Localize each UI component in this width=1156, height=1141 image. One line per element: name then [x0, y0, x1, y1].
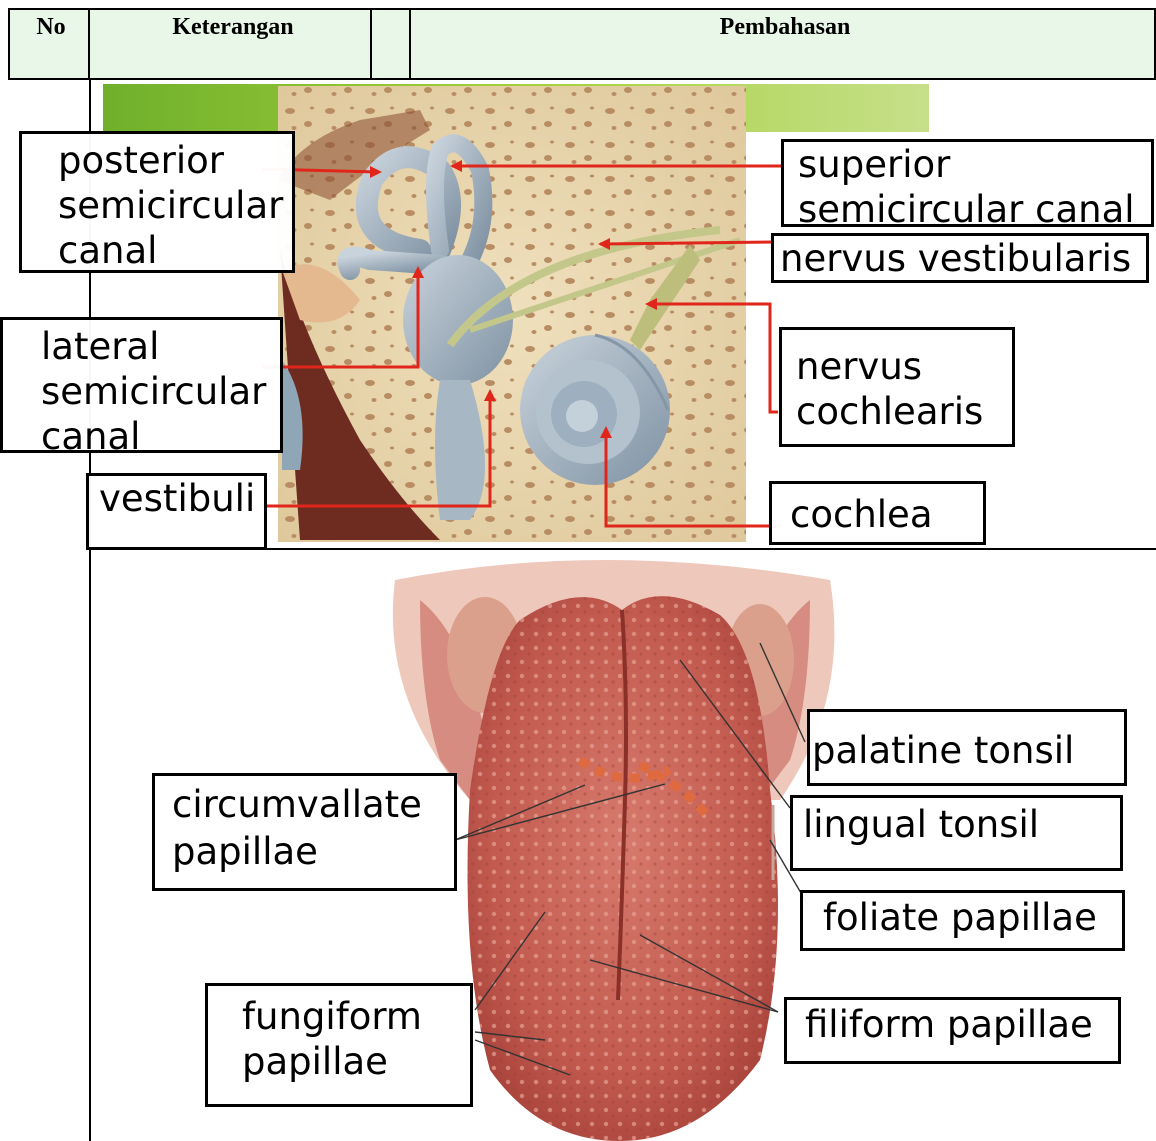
- label-foliate-papillae: foliate papillae: [800, 890, 1125, 951]
- label-line: nervus: [796, 344, 1012, 389]
- label-line: semicircular: [41, 369, 280, 414]
- label-line: cochlearis: [796, 389, 1012, 434]
- label-posterior-semicircular-canal: posterior semicircular canal: [19, 131, 295, 273]
- label-line: papillae: [172, 829, 454, 874]
- label-line: cochlea: [790, 492, 983, 537]
- label-superior-semicircular-canal: superior semicircular canal: [781, 139, 1154, 227]
- label-line: palatine tonsil: [812, 728, 1124, 773]
- label-lingual-tonsil: lingual tonsil: [790, 795, 1123, 871]
- label-filiform-papillae: filiform papillae: [784, 997, 1121, 1064]
- label-line: semicircular canal: [798, 187, 1151, 232]
- label-line: superior: [798, 142, 1151, 187]
- label-line: filiform papillae: [805, 1002, 1118, 1047]
- label-line: circumvallate: [172, 782, 454, 827]
- label-line: posterior: [58, 138, 292, 183]
- label-lateral-semicircular-canal: lateral semicircular canal: [0, 317, 283, 453]
- label-line: papillae: [242, 1039, 470, 1084]
- label-line: canal: [58, 228, 292, 273]
- label-line: lingual tonsil: [803, 802, 1120, 847]
- label-line: lateral: [41, 324, 280, 369]
- label-line: semicircular: [58, 183, 292, 228]
- label-fungiform-papillae: fungiform papillae: [205, 983, 473, 1107]
- label-line: nervus vestibularis: [780, 236, 1146, 281]
- label-nervus-vestibularis: nervus vestibularis: [771, 233, 1149, 283]
- label-circumvallate-papillae: circumvallate papillae: [152, 773, 457, 891]
- label-line: canal: [41, 414, 280, 459]
- label-cochlea: cochlea: [769, 481, 986, 545]
- label-vestibuli: vestibuli: [86, 473, 267, 550]
- label-nervus-cochlearis: nervus cochlearis: [779, 327, 1015, 447]
- label-line: fungiform: [242, 994, 470, 1039]
- label-line: vestibuli: [99, 476, 264, 521]
- label-palatine-tonsil: palatine tonsil: [807, 709, 1127, 786]
- label-line: foliate papillae: [823, 895, 1122, 940]
